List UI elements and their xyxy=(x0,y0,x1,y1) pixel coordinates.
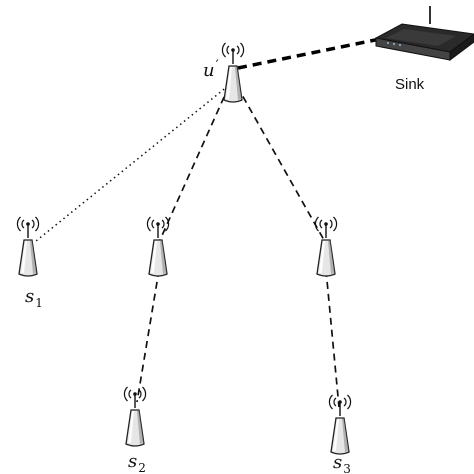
sensor-tower-icon xyxy=(328,394,352,455)
links xyxy=(35,36,386,408)
sensor-tower-icon xyxy=(123,386,147,447)
node-s1 xyxy=(16,216,40,277)
link-u-midleft xyxy=(159,85,230,241)
link-u-s1 xyxy=(35,85,229,242)
node-s2-label: s2 xyxy=(128,451,146,474)
node-s1-label: s1 xyxy=(25,286,43,310)
link-midleft-s2 xyxy=(136,269,160,403)
link-midright-s3 xyxy=(325,269,340,408)
node-s3-label: s3 xyxy=(333,452,351,474)
sensor-tower-icon xyxy=(221,42,245,103)
node-u xyxy=(221,42,245,103)
router-icon xyxy=(374,6,474,61)
link-u-sink xyxy=(237,36,386,70)
sensor-tower-icon xyxy=(16,216,40,277)
sink-label: Sink xyxy=(395,76,425,93)
sensor-tower-icon xyxy=(314,216,338,277)
link-u-midright xyxy=(236,85,325,241)
node-s2 xyxy=(123,386,147,447)
node-mid-right xyxy=(314,216,338,277)
node-u-label: u′ xyxy=(203,58,219,81)
node-s3 xyxy=(328,394,352,455)
node-mid-left xyxy=(146,216,170,277)
sensor-tower-icon xyxy=(146,216,170,277)
